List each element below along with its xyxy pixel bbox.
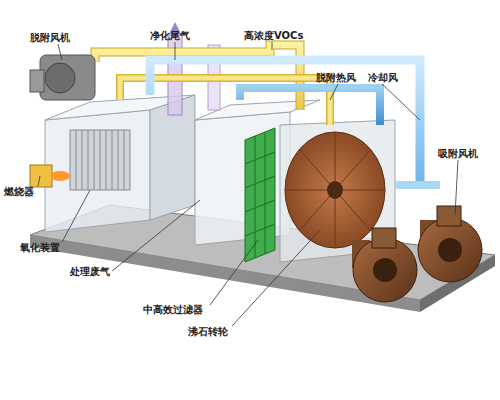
heat-exchanger [70,130,130,190]
callout-label: 氧化装置 [20,242,60,254]
callout-label: 脱附热风 [316,72,356,84]
filter-panel [245,128,275,262]
adsorption-fans [352,206,482,302]
inlet-duct [395,181,440,189]
callout-label: 净化尾气 [150,30,190,42]
callout-label: 高浓度VOCs [244,30,303,42]
burner [30,165,52,187]
callout-label: 燃烧器 [4,186,34,198]
leader-lines [38,42,458,326]
callout-label: 处理废气 [70,266,110,278]
rotor-hub [327,181,343,199]
filter-grid [245,132,275,258]
callout-label: 脱附风机 [30,32,70,44]
flame [50,171,70,181]
zeolite-rotor [285,132,385,248]
callout-label: 中高效过滤器 [143,304,203,316]
cooling-pipe [150,60,420,185]
fan-motor [30,70,44,92]
base-edge [30,235,420,312]
oxidizer-box [45,110,150,232]
blue-pipe [240,88,380,125]
rotor-box [280,120,395,262]
duct-box [195,112,290,245]
callout-label: 吸附风机 [438,148,478,160]
rotor-sectors [285,132,385,248]
fan-housing [45,63,75,93]
desorption-fan [40,55,95,100]
callout-label: 冷却风 [368,72,398,84]
callout-label: 沸石转轮 [188,326,228,338]
